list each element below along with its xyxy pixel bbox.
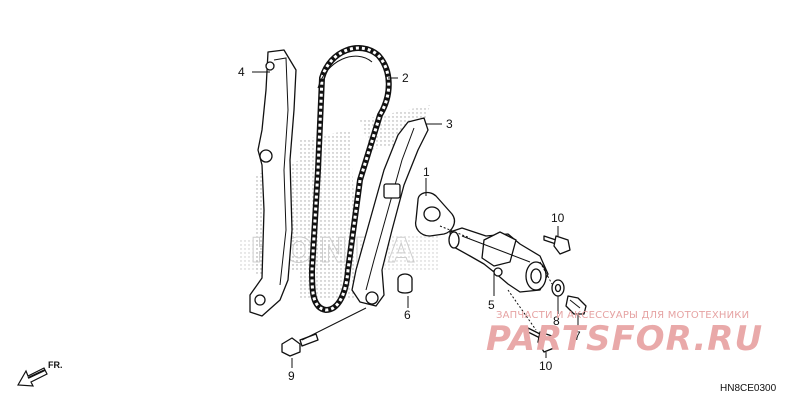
collar-part[interactable] [397,273,413,294]
cam-chain-guide[interactable] [249,49,297,317]
front-label: FR. [48,360,63,370]
callout-9: 9 [288,369,295,383]
sealing-washer[interactable] [551,279,565,297]
front-arrow-icon [17,367,48,387]
cam-chain[interactable] [308,45,392,314]
callout-4: 4 [238,65,245,79]
leader-lines [252,71,579,368]
callout-10-lower: 10 [539,359,553,373]
callout-10-upper: 10 [551,211,565,225]
cam-chain-tensioner-arm[interactable] [351,117,429,307]
pivot-bolt[interactable] [281,333,319,357]
callout-6: 6 [404,308,411,322]
drawing-code: HN8CE0300 [720,383,777,394]
callout-1: 1 [423,165,430,179]
callout-2: 2 [402,71,409,85]
callout-5: 5 [488,298,495,312]
watermark-tagline: ЗАПЧАСТИ И АКСЕССУАРЫ ДЛЯ МОТОТЕХНИКИ [496,310,749,321]
cam-chain-tensioner-lifter[interactable] [448,227,549,293]
callout-3: 3 [446,117,453,131]
flange-bolt-lower[interactable] [527,327,555,353]
sealing-bolt[interactable] [565,295,587,315]
front-direction-indicator: FR. [17,360,63,387]
watermark-logo: PARTSFOR.RU [486,319,763,359]
callout-7: 7 [574,329,581,343]
watermark: ЗАПЧАСТИ И АКСЕССУАРЫ ДЛЯ МОТОТЕХНИКИ PA… [486,310,763,359]
flange-bolt-upper[interactable] [543,235,571,255]
callout-8: 8 [553,314,560,328]
